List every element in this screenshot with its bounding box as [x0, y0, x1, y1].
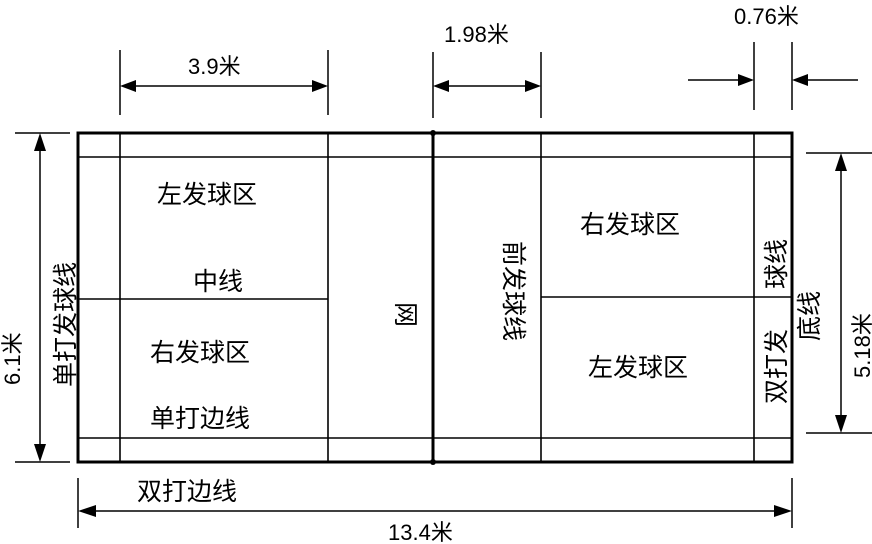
label-center-line: 中线 — [193, 267, 243, 296]
label-left-service-court-bottom: 左发球区 — [588, 353, 688, 382]
label-singles-service-line: 单打发球线 — [51, 262, 80, 387]
net-post-top — [430, 130, 436, 136]
dim-long-service-offset: 0.76米 — [688, 4, 858, 110]
dim-singles-width-label: 5.18米 — [850, 313, 872, 378]
dim-court-length-label: 13.4米 — [388, 520, 453, 544]
label-doubles-sideline: 双打边线 — [137, 477, 237, 506]
label-doubles-service-line-part1: 双打发 — [762, 329, 791, 404]
dim-net-to-service: 1.98米 — [432, 22, 542, 118]
label-singles-sideline: 单打边线 — [150, 404, 250, 433]
court-lines — [76, 130, 794, 465]
label-right-service-court-top: 右发球区 — [580, 210, 680, 239]
dim-court-width-label: 6.1米 — [0, 332, 25, 385]
dim-singles-width: 5.18米 — [806, 152, 872, 434]
label-front-service-line: 前发球线 — [499, 241, 528, 341]
dim-long-service-offset-label: 0.76米 — [734, 4, 799, 29]
net-post-bottom — [430, 459, 436, 465]
label-right-service-court-bottom: 右发球区 — [150, 338, 250, 367]
label-doubles-service-line-part2: 球线 — [762, 239, 791, 289]
dim-court-width: 6.1米 — [0, 132, 70, 463]
label-baseline: 底线 — [795, 291, 824, 341]
court-labels: 左发球区 中线 右发球区 单打边线 网 前发球线 右发球区 左发球区 双打发 球… — [51, 180, 824, 506]
label-left-service-court-top: 左发球区 — [157, 180, 257, 209]
dim-service-depth-label: 3.9米 — [188, 54, 241, 79]
dim-court-length: 13.4米 — [77, 478, 793, 544]
dim-net-to-service-label: 1.98米 — [444, 22, 509, 47]
label-net: 网 — [391, 302, 420, 327]
dim-service-depth: 3.9米 — [119, 50, 329, 115]
